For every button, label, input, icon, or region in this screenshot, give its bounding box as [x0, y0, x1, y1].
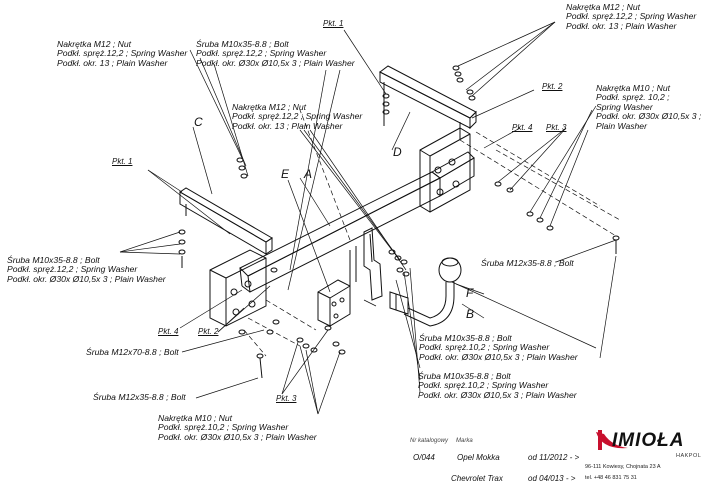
logo-swoosh	[596, 430, 628, 450]
bracket-d	[379, 65, 477, 140]
pkt-2-left: Pkt. 2	[198, 327, 219, 336]
bolt-m12x35-left: Śruba M12x35-8.8 ; Bolt	[93, 392, 186, 402]
dashed-lines	[243, 109, 621, 357]
brand-row-1: Opel Mokka	[457, 453, 500, 462]
header-catalog-no: Nr katalogowy	[410, 438, 449, 444]
tow-ball-f	[389, 257, 462, 327]
pkt-1-top: Pkt. 1	[323, 19, 344, 28]
right-side-plate	[419, 127, 471, 213]
pkt-3-bottom: Pkt. 3	[276, 394, 297, 403]
date-row-2: od 04/013 - >	[528, 474, 576, 483]
pkt-4-top: Pkt. 4	[512, 123, 533, 132]
date-row-1: od 11/2012 - >	[528, 453, 580, 462]
letter-b: B	[466, 307, 475, 321]
pkt-4-left: Pkt. 4	[158, 327, 179, 336]
neck-bracket	[363, 227, 383, 301]
pkt-1-left: Pkt. 1	[112, 157, 133, 166]
pkt-3-top: Pkt. 3	[546, 123, 567, 132]
bolt-m12x70: Śruba M12x70-8.8 ; Bolt	[86, 347, 179, 357]
letter-e: E	[281, 167, 290, 181]
company-address: 96-111 Kowiesy, Chojnata 23 A	[585, 464, 661, 470]
bolt-m12x35-right: Śruba M12x35-8.8 ; Bolt	[481, 258, 574, 268]
letter-c: C	[194, 115, 203, 129]
letter-d: D	[393, 145, 402, 159]
leader-lines	[119, 21, 617, 415]
bracket-c	[179, 187, 273, 255]
socket-plate-e	[317, 246, 357, 327]
company-logo: IMIOŁA	[612, 430, 685, 451]
company-phone: tel. +48 46 831 75 31	[585, 475, 637, 481]
letter-a: A	[304, 167, 313, 181]
pkt-2-top: Pkt. 2	[542, 82, 563, 91]
logo-subtitle: HAKPOL	[676, 453, 702, 459]
catalog-number: O/044	[413, 453, 435, 462]
letter-f: F	[466, 286, 474, 300]
header-brand: Marka	[456, 438, 473, 444]
brand-row-2: Chevrolet Trax	[451, 474, 503, 483]
